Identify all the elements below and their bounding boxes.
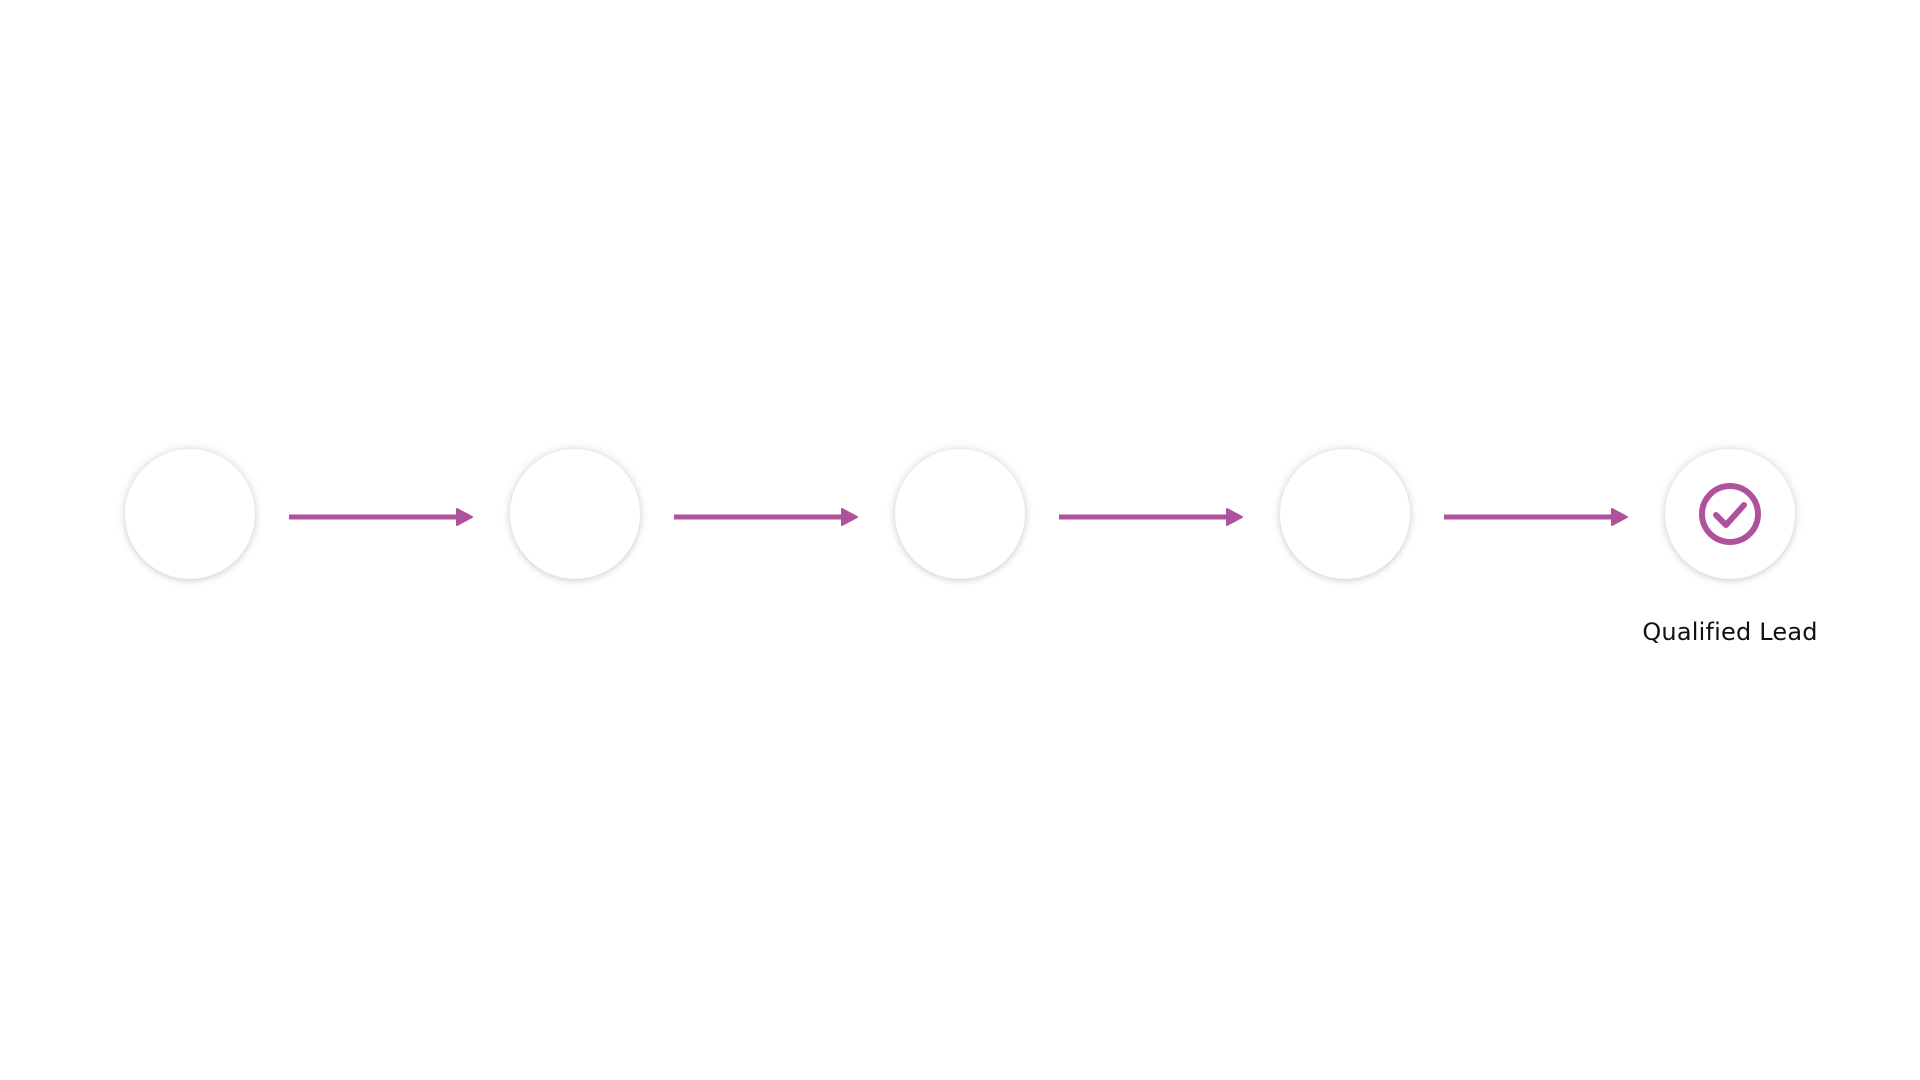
flow-arrow-3	[1059, 508, 1243, 526]
step-node-3	[895, 449, 1025, 579]
step-label-qualified-lead: Qualified Lead	[1642, 618, 1818, 646]
step-node-1	[125, 449, 255, 579]
step-node-4	[1280, 449, 1410, 579]
step-node-5	[1665, 449, 1795, 579]
flow-arrow-4	[1444, 508, 1628, 526]
flow-arrow-1	[289, 508, 473, 526]
flow-arrow-2	[674, 508, 858, 526]
step-node-2	[510, 449, 640, 579]
check-circle-icon	[1699, 483, 1761, 545]
